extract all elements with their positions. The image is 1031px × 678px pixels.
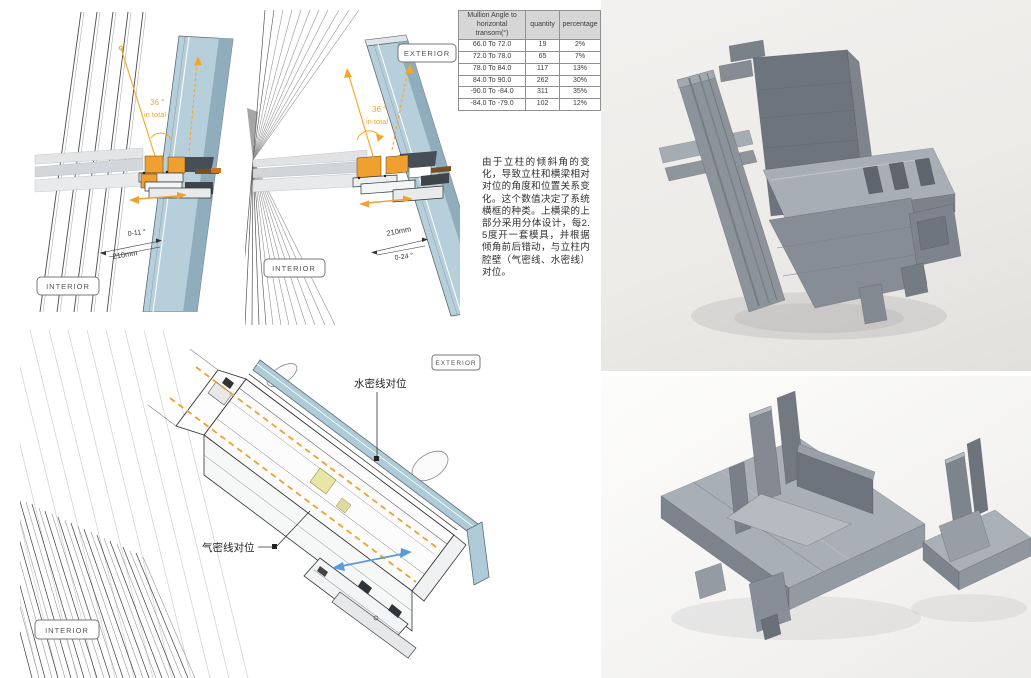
movement-arrow [366, 198, 406, 204]
mullion-angle-table-wrap: Mullion Angle to horizontal transom(°) q… [457, 9, 601, 111]
dimension-annotation: 0-11 ° 210mm [99, 228, 162, 261]
gasket-block-small [335, 497, 352, 514]
angle-note-label: in total [144, 110, 166, 119]
angle-note-label: in total [366, 117, 388, 126]
water-seal-callout: 水密线对位 [354, 377, 407, 461]
exterior-label: EXTERIOR [397, 43, 457, 63]
photo-3d-printed-corner-pieces [601, 376, 1031, 678]
node-model-illustration [658, 39, 962, 340]
glass-panel [142, 35, 234, 312]
drawing-isometric-transom: 水密线对位 气密线对位 EXTERIOR INTERIOR [20, 330, 490, 678]
gasket-block [309, 467, 337, 495]
dim-width-label: 210mm [386, 224, 412, 238]
svg-text:INTERIOR: INTERIOR [272, 264, 316, 273]
svg-text:INTERIOR: INTERIOR [46, 282, 90, 291]
svg-text:INTERIOR: INTERIOR [45, 626, 89, 635]
col-header-angle: Mullion Angle to horizontal transom(°) [457, 9, 527, 41]
dim-angle-label: 0-24 ° [394, 251, 414, 262]
table-header-row: Mullion Angle to horizontal transom(°) q… [457, 9, 601, 41]
svg-text:EXTERIOR: EXTERIOR [404, 49, 450, 58]
dim-angle-label: 0-11 ° [127, 228, 146, 238]
glass-strip [248, 359, 490, 586]
photo-3d-printed-node [601, 0, 1031, 371]
mullion-angle-table: Mullion Angle to horizontal transom(°) q… [457, 9, 601, 111]
col-header-percentage: percentage [559, 9, 601, 41]
transom-detail [252, 149, 451, 203]
interior-label: INTERIOR [34, 619, 100, 640]
air-seal-dashed-line [169, 397, 417, 583]
interior-cable-hatch [20, 500, 196, 678]
design-notes-zh: 由于立柱的倾斜角的变化，导致立柱和横梁相对对位的角度和位置关系变化。这个数值决定… [482, 157, 590, 278]
interior-label: INTERIOR [263, 258, 326, 278]
dim-width-label: 210mm [112, 248, 138, 261]
water-seal-label: 水密线对位 [354, 377, 407, 390]
drawing-section-detail-2: 36 ° in total 210mm 0-24 ° EXTERIOR INTE… [245, 10, 460, 325]
air-seal-label: 气密线对位 [202, 541, 255, 554]
angle-annotation: 36 ° in total [118, 45, 202, 204]
col-header-quantity: quantity [525, 9, 560, 41]
interior-label: INTERIOR [36, 276, 100, 296]
movement-arrow [136, 195, 180, 200]
water-seal-dashed-line [195, 366, 441, 551]
node-model [658, 39, 962, 325]
corner-pieces-illustration [660, 390, 1031, 641]
glass-panel [364, 34, 460, 317]
glass-alignment-arrow [332, 548, 412, 571]
angle-value-label: 36 ° [150, 98, 164, 107]
drawing-section-detail-1: 36 ° in total 0-11 ° 210mm INTERIOR [34, 12, 234, 312]
transom-beam [147, 348, 467, 659]
svg-text:EXTERIOR: EXTERIOR [435, 360, 476, 367]
corner-piece-right [922, 437, 1031, 591]
angle-value-label: 36 ° [372, 105, 386, 114]
exterior-label: EXTERIOR [431, 354, 481, 371]
corner-piece-left [660, 390, 926, 641]
air-seal-callout: 气密线对位 [202, 510, 311, 554]
dimension-annotation: 210mm 0-24 ° [371, 224, 428, 262]
angle-annotation: 36 ° in total [344, 64, 414, 208]
